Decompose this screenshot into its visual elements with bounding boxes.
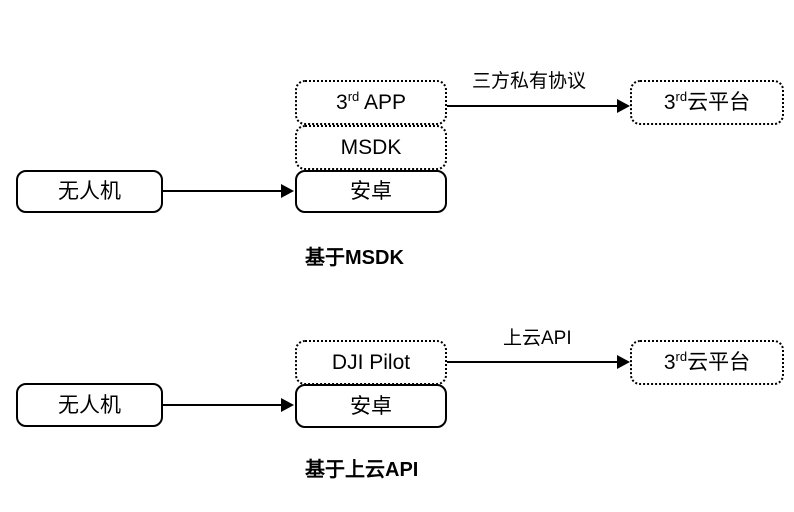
diagram2-android-box: 安卓: [295, 384, 447, 428]
diagram1-caption: 基于MSDK: [305, 247, 404, 269]
diagram2-drone-to-android-line: [163, 404, 281, 406]
diagram1-android-label: 安卓: [350, 180, 392, 203]
diagram1-msdk-box: MSDK: [295, 125, 447, 170]
diagram2-drone-label: 无人机: [58, 393, 121, 417]
diagram1-drone-label: 无人机: [58, 180, 121, 203]
diagram1-third-party-app-label-sup: rd: [347, 89, 360, 104]
diagram1-drone-to-android-line: [163, 190, 281, 192]
diagram2-cloud-platform-box: 3rd云平台: [630, 340, 784, 385]
diagram2-cloud-platform-label-pre: 3: [663, 351, 676, 374]
diagram1-android-box: 安卓: [295, 170, 447, 213]
diagram1-app-to-cloud-line: [447, 105, 617, 107]
diagram1-cloud-platform-box: 3rd云平台: [630, 80, 784, 125]
diagram1-cloud-platform-label-sup: rd: [675, 89, 688, 104]
diagram1-drone-to-android-arrowhead-icon: [281, 184, 294, 198]
diagram2-cloud-platform-label-sup: rd: [675, 349, 688, 364]
diagram2-cloud-platform-label-post: 云平台: [687, 351, 751, 374]
diagram1-cloud-platform-label-post: 云平台: [687, 91, 751, 114]
diagram1-drone-box: 无人机: [16, 170, 163, 213]
diagram2-dji-pilot-box: DJI Pilot: [295, 340, 447, 385]
diagram2-drone-box: 无人机: [16, 383, 163, 427]
diagram1-third-party-app-label: 3rd APP: [336, 89, 406, 114]
diagram2-caption: 基于上云API: [305, 459, 419, 481]
diagram1-cloud-platform-label: 3rd云平台: [663, 89, 751, 114]
diagram2-cloud-platform-label: 3rd云平台: [663, 349, 751, 374]
diagram1-edge-label: 三方私有协议: [472, 71, 587, 92]
diagram1-third-party-app-label-pre: 3: [336, 91, 348, 114]
diagram1-cloud-platform-label-pre: 3: [663, 91, 676, 114]
diagram1-app-to-cloud-arrowhead-icon: [617, 99, 630, 113]
diagram1-msdk-label: MSDK: [340, 136, 402, 159]
diagram1-third-party-app-label-post: APP: [359, 91, 406, 114]
diagram2-pilot-to-cloud-arrowhead-icon: [617, 355, 630, 369]
diagram1-third-party-app-box: 3rd APP: [295, 80, 447, 125]
diagram2-pilot-to-cloud-line: [447, 361, 617, 363]
diagram2-dji-pilot-label: DJI Pilot: [331, 351, 411, 374]
diagram2-drone-to-android-arrowhead-icon: [281, 398, 294, 412]
diagram2-android-label: 安卓: [350, 394, 392, 418]
diagram2-edge-label: 上云API: [503, 328, 572, 349]
